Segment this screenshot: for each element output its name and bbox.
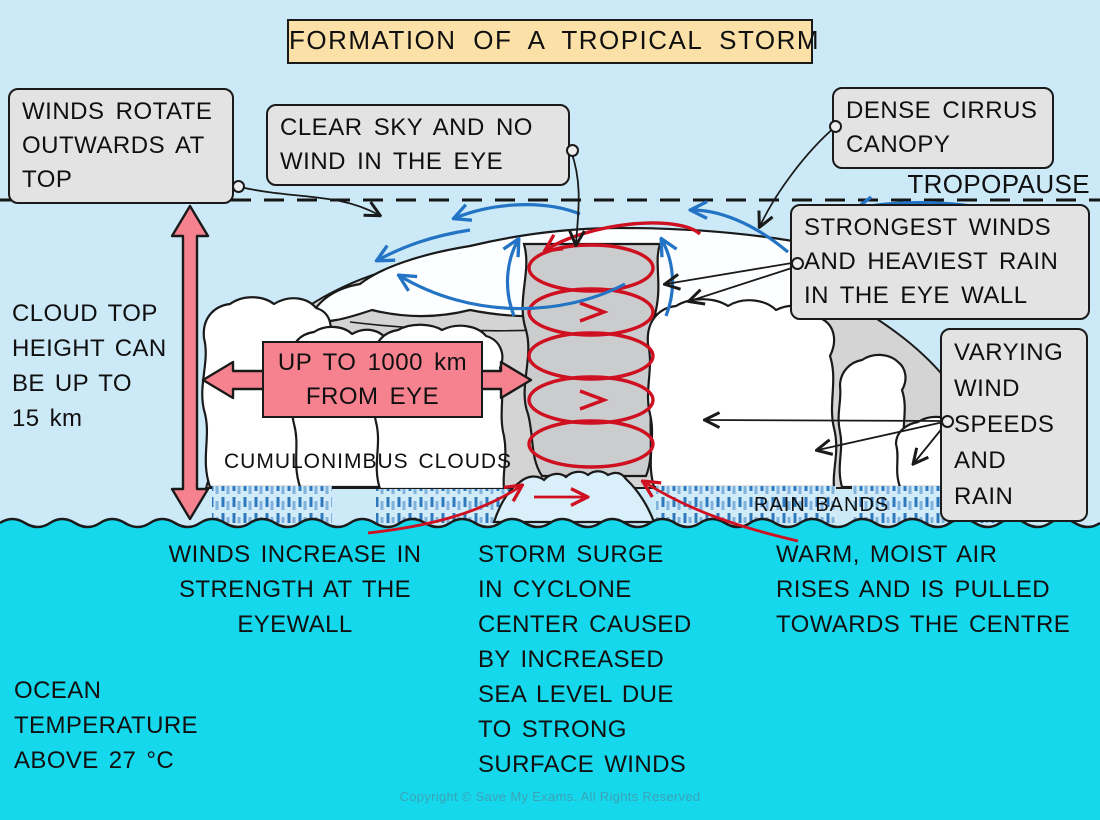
callout-varying-winds: VARYING WIND SPEEDS AND RAIN bbox=[940, 328, 1088, 522]
callout-strongest-winds: STRONGEST WINDS AND HEAVIEST RAIN IN THE… bbox=[790, 204, 1090, 320]
ocean bbox=[0, 519, 1100, 820]
ocean-temp-note: OCEAN TEMPERATURE ABOVE 27 °C bbox=[14, 677, 198, 774]
eye-column bbox=[521, 242, 662, 478]
cloud-height-note: CLOUD TOP HEIGHT CAN BE UP TO 15 km bbox=[12, 300, 167, 432]
connector-dot-varying-winds bbox=[941, 415, 954, 428]
connector-dot-strongest-winds bbox=[791, 257, 804, 270]
diagram-title: FORMATION OF A TROPICAL STORM bbox=[287, 19, 819, 64]
copyright-text: Copyright © Save My Exams. All Rights Re… bbox=[399, 789, 701, 804]
tropopause-label: TROPOPAUSE bbox=[907, 169, 1090, 199]
cloud-height-arrow bbox=[170, 204, 210, 521]
ocean-wave-line bbox=[0, 517, 1100, 529]
connector-dot-clear-sky bbox=[566, 144, 579, 157]
surface-inflow-arrows bbox=[367, 482, 799, 543]
distance-box: UP TO 1000 km FROM EYE bbox=[262, 341, 483, 418]
callout-clear-sky: CLEAR SKY AND NO WIND IN THE EYE bbox=[266, 104, 570, 186]
connector-dot-dense-cirrus bbox=[829, 120, 842, 133]
eye-spiral bbox=[527, 221, 702, 469]
winds-increase-note: WINDS INCREASE IN STRENGTH AT THE EYEWAL… bbox=[168, 541, 422, 638]
cumulonimbus-label: CUMULONIMBUS CLOUDS bbox=[224, 450, 513, 473]
connector-dot-winds-rotate bbox=[232, 180, 245, 193]
callout-winds-rotate: WINDS ROTATE OUTWARDS AT TOP bbox=[8, 88, 234, 204]
warm-moist-note: WARM, MOIST AIR RISES AND IS PULLED TOWA… bbox=[776, 541, 1071, 638]
rain-bands-label: RAIN BANDS bbox=[754, 494, 890, 516]
callout-dense-cirrus: DENSE CIRRUS CANOPY bbox=[832, 87, 1054, 169]
callout-connectors bbox=[239, 126, 949, 463]
storm-surge-note: STORM SURGE IN CYCLONE CENTER CAUSED BY … bbox=[478, 541, 692, 778]
